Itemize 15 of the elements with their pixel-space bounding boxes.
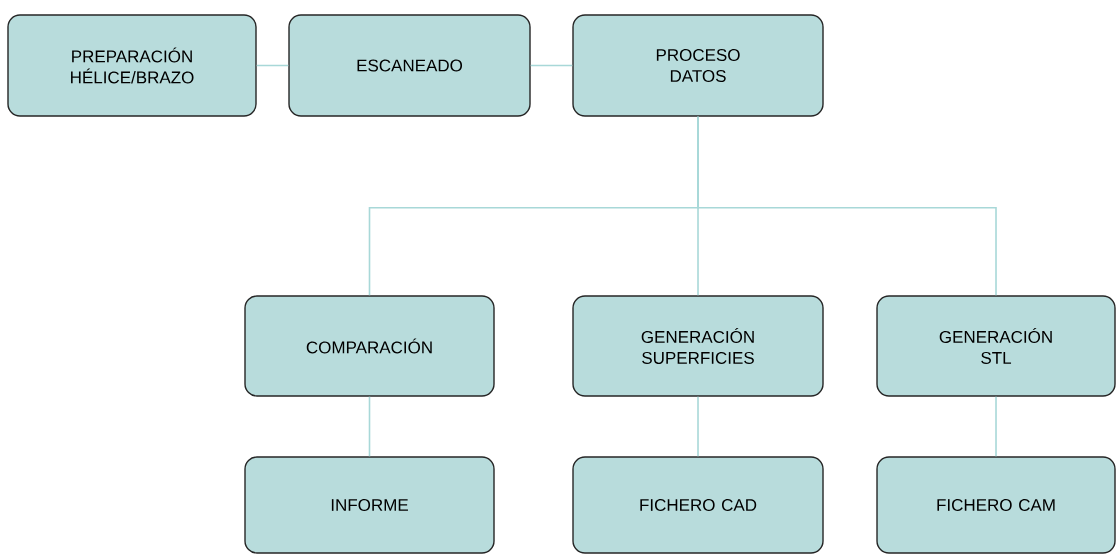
process-box: COMPARACIÓN [244, 295, 495, 397]
process-box: FICHERO CAD [572, 456, 824, 554]
connector-line [697, 395, 699, 458]
connector-line [529, 64, 574, 67]
process-box: INFORME [244, 456, 495, 554]
process-box: PROCESO DATOS [572, 14, 824, 117]
connector-line [368, 395, 371, 458]
process-box: GENERACIÓN STL [876, 295, 1116, 397]
connector-line [255, 64, 290, 67]
connector-line [995, 395, 997, 458]
process-box: FICHERO CAM [876, 456, 1116, 554]
process-box: PREPARACIÓN HÉLICE/BRAZO [7, 14, 257, 117]
connector-line [697, 115, 997, 297]
process-box: ESCANEADO [288, 14, 531, 117]
process-box: GENERACIÓN SUPERFICIES [572, 295, 824, 397]
